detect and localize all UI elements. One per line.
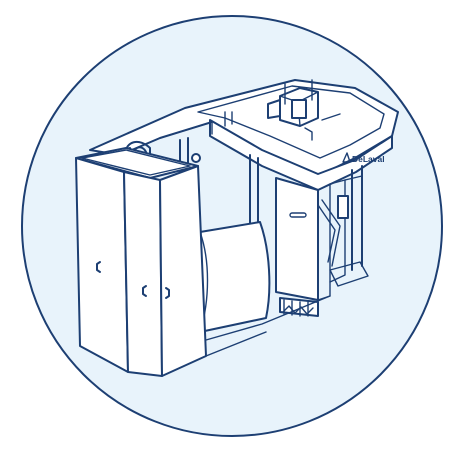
teat-cup-gripper bbox=[279, 297, 319, 317]
cabinet-side-panel bbox=[159, 165, 207, 377]
rear-mechanism bbox=[317, 175, 369, 287]
cabinet-handle-icon bbox=[165, 287, 170, 299]
brand-name: DeLaval bbox=[352, 154, 385, 164]
delaval-triangle-icon bbox=[342, 152, 351, 163]
brand-logo: DeLaval bbox=[342, 152, 385, 164]
column-handle bbox=[289, 212, 307, 218]
milking-arm-icon bbox=[267, 79, 341, 141]
left-cabinets bbox=[75, 147, 207, 377]
cabinet-door-left bbox=[75, 157, 129, 373]
top-frame bbox=[89, 79, 399, 191]
cabinet-handle-icon bbox=[142, 285, 147, 297]
base-frame bbox=[205, 295, 331, 357]
lower-drum bbox=[199, 221, 271, 333]
cabinet-handle-icon bbox=[96, 261, 101, 273]
cabinet-door-middle bbox=[123, 171, 163, 377]
